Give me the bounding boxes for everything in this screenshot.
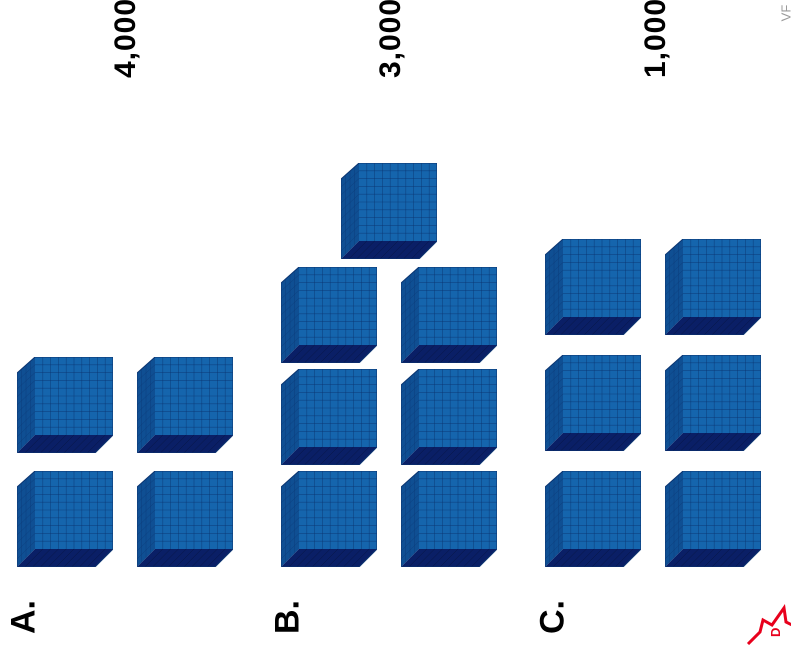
cube xyxy=(545,239,641,335)
cube xyxy=(137,471,233,567)
option-b-label: B. xyxy=(268,600,307,634)
option-a-number: 4,000 xyxy=(109,0,142,79)
option-d-badge[interactable]: D xyxy=(742,604,791,645)
option-b-number: 3,000 xyxy=(374,0,407,79)
option-c-label: C. xyxy=(533,600,572,634)
option-a-label: A. xyxy=(4,600,43,634)
cube xyxy=(281,471,377,567)
option-c-number: 1,000 xyxy=(639,0,672,79)
cube xyxy=(401,267,497,363)
starburst-icon: D xyxy=(746,604,791,645)
cube xyxy=(17,471,113,567)
cube xyxy=(401,471,497,567)
cube xyxy=(545,471,641,567)
watermark-text: VF xyxy=(778,4,791,22)
cube xyxy=(341,163,437,259)
cube xyxy=(17,357,113,453)
cube xyxy=(137,357,233,453)
cube xyxy=(665,355,761,451)
cube xyxy=(281,369,377,465)
cube xyxy=(281,267,377,363)
cube xyxy=(665,239,761,335)
cube xyxy=(545,355,641,451)
cube xyxy=(665,471,761,567)
option-d-letter: D xyxy=(768,628,783,637)
cube xyxy=(401,369,497,465)
